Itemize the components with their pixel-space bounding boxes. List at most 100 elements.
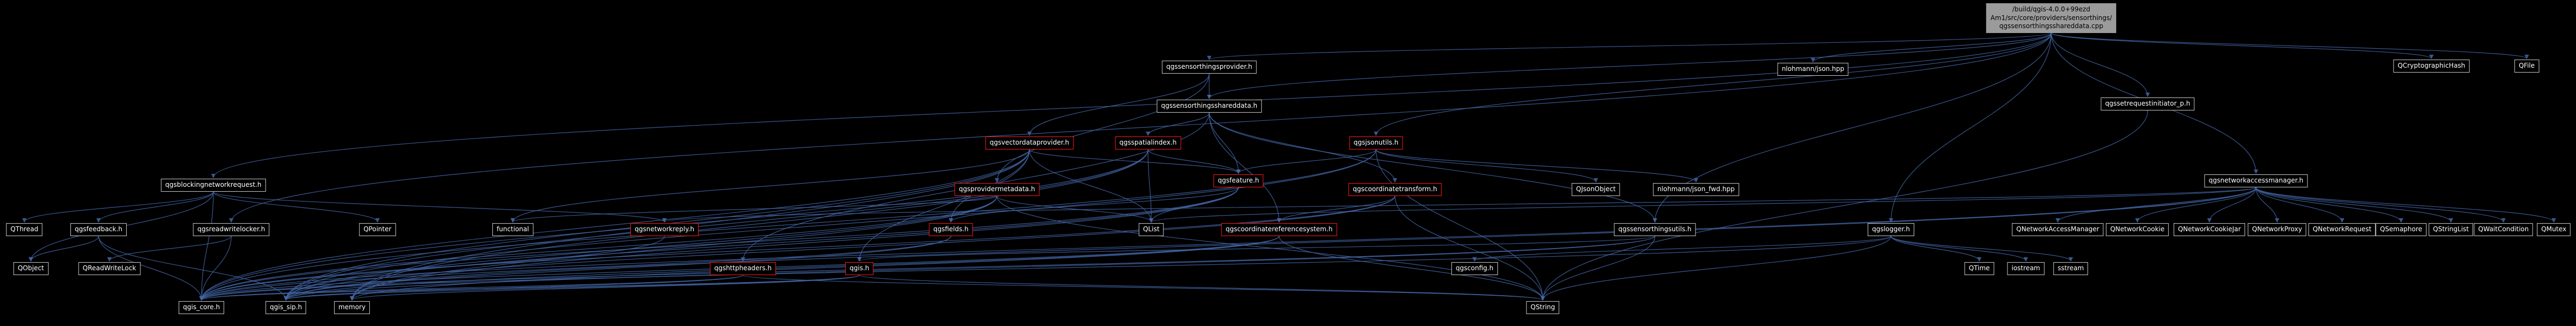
- graph-node-qobject[interactable]: QObject: [13, 262, 49, 275]
- graph-edge-coordinatetransform-to-qgis_sip_h: [283, 195, 1395, 301]
- graph-edge-crs_h-to-qgis_sip_h: [284, 236, 1280, 301]
- graph-node-qtime[interactable]: QTime: [1964, 262, 1994, 275]
- graph-edge-jsonutils-to-qjsonobject: [1375, 149, 1599, 183]
- graph-node-fields_h[interactable]: qgsfields.h: [929, 223, 973, 236]
- graph-node-shareddata_h[interactable]: qgssensorthingsshareddata.h: [1157, 100, 1262, 113]
- graph-node-qnetworkcookiejar[interactable]: QNetworkCookieJar: [2173, 223, 2246, 236]
- graph-node-utils_h[interactable]: qgssensorthingsutils.h: [1614, 223, 1696, 236]
- graph-node-iostream: iostream: [2007, 262, 2045, 275]
- graph-edge-root-to-readwritelocker: [229, 32, 2052, 223]
- graph-node-networkreply[interactable]: qgsnetworkreply.h: [630, 223, 699, 236]
- graph-edge-networkaccessmanager_h-to-qsemaphore: [2255, 187, 2404, 223]
- graph-node-qmutex[interactable]: QMutex: [2536, 223, 2571, 236]
- graph-edge-utils_h-to-qgis_sip_h: [284, 236, 1655, 301]
- graph-edge-shareddata_h-to-feature_h: [1209, 112, 1241, 174]
- graph-edge-vectordataprovider-to-qgis_h: [857, 149, 1030, 262]
- graph-node-provider_h[interactable]: qgssensorthingsprovider.h: [1162, 61, 1257, 74]
- graph-edge-feedback_h-to-qgis_core_h: [98, 236, 204, 301]
- graph-edge-httpheaders-to-qgis_sip_h: [284, 275, 744, 301]
- graph-node-qwaitcondition[interactable]: QWaitCondition: [2474, 223, 2533, 236]
- graph-edge-networkreply-to-qgis_core_h: [199, 236, 665, 301]
- graph-edge-qgis_h-to-qgis_core_h: [199, 275, 860, 301]
- graph-node-blockingnetworkrequest[interactable]: qgsblockingnetworkrequest.h: [161, 179, 266, 192]
- graph-edge-fields_h-to-qgis_sip_h: [283, 236, 951, 301]
- graph-edge-networkaccessmanager_h-to-qnetworkrequest: [2255, 187, 2345, 223]
- graph-edge-feature_h-to-fields_h: [948, 187, 1239, 223]
- graph-node-setrequest[interactable]: qgssetrequestinitiator_p.h: [2101, 97, 2195, 110]
- graph-node-qnetworkproxy[interactable]: QNetworkProxy: [2247, 223, 2307, 236]
- graph-edge-jsonutils-to-qstring: [1375, 149, 1545, 301]
- graph-edge-logger_h-to-qgsconfig_h: [1472, 236, 1892, 262]
- graph-node-spatialindex[interactable]: qgsspatialindex.h: [1115, 136, 1181, 149]
- graph-edge-coordinatetransform-to-crs_h: [1276, 195, 1395, 223]
- graph-edge-root-to-qcrypto: [2051, 32, 2434, 60]
- graph-node-qgis_core_h[interactable]: qgis_core.h: [178, 301, 225, 314]
- graph-node-qstring[interactable]: QString: [1526, 301, 1560, 314]
- graph-edge-coordinatetransform-to-qstring: [1394, 195, 1545, 301]
- graph-edge-readwritelocker-to-qreadwritelock: [107, 236, 232, 262]
- graph-node-qsemaphore[interactable]: QSemaphore: [2375, 223, 2427, 236]
- graph-edge-logger_h-to-qgis_core_h: [199, 236, 1892, 301]
- graph-node-vectordataprovider[interactable]: qgsvectordataprovider.h: [985, 136, 1074, 149]
- graph-node-qnetworkrequest[interactable]: QNetworkRequest: [2308, 223, 2376, 236]
- graph-node-qstringlist[interactable]: QStringList: [2428, 223, 2474, 236]
- graph-node-qgis_h[interactable]: qgis.h: [845, 262, 874, 275]
- graph-node-logger_h[interactable]: qgslogger.h: [1867, 223, 1915, 236]
- graph-node-jsonutils[interactable]: qgsjsonutils.h: [1349, 136, 1403, 149]
- graph-node-readwritelocker[interactable]: qgsreadwritelocker.h: [193, 223, 270, 236]
- graph-node-qpointer[interactable]: QPointer: [359, 223, 396, 236]
- graph-node-httpheaders[interactable]: qgshttpheaders.h: [709, 262, 777, 275]
- graph-node-sstream: sstream: [2053, 262, 2089, 275]
- graph-node-qnetworkcookie[interactable]: QNetworkCookie: [2105, 223, 2169, 236]
- graph-node-qreadwritelock[interactable]: QReadWriteLock: [78, 262, 141, 275]
- graph-node-root: /build/qgis-4.0.0+99ezd Am1/src/core/pro…: [1986, 3, 2117, 33]
- graph-node-networkaccessmanager_h[interactable]: qgsnetworkaccessmanager.h: [2204, 174, 2308, 187]
- graph-edge-networkaccessmanager_h-to-qstringlist: [2255, 187, 2454, 223]
- graph-edge-blockingnetworkrequest-to-qpointer: [213, 191, 380, 223]
- graph-edge-provider_h-to-providermetadata: [994, 73, 1210, 183]
- graph-edge-blockingnetworkrequest-to-qthread: [22, 191, 214, 223]
- graph-node-feature_h[interactable]: qgsfeature.h: [1213, 174, 1264, 187]
- graph-edge-networkaccessmanager_h-to-qwaitcondition: [2255, 187, 2506, 223]
- graph-edge-networkaccessmanager_h-to-qlist: [1149, 187, 2257, 223]
- graph-edge-root-to-blockingnetworkrequest: [211, 32, 2052, 179]
- graph-edge-readwritelocker-to-qgis_core_h: [199, 236, 232, 301]
- graph-edge-qgis_h-to-qstring: [859, 275, 1545, 301]
- graph-edge-blockingnetworkrequest-to-networkreply: [213, 191, 667, 223]
- graph-node-qlist[interactable]: QList: [1138, 223, 1164, 236]
- graph-node-feedback_h[interactable]: qgsfeedback.h: [70, 223, 127, 236]
- graph-edge-providermetadata-to-memory: [349, 195, 997, 301]
- graph-node-qnam[interactable]: QNetworkAccessManager: [2012, 223, 2104, 236]
- graph-node-providermetadata[interactable]: qgsprovidermetadata.h: [954, 183, 1040, 196]
- graph-node-crs_h[interactable]: qgscoordinatereferencesystem.h: [1221, 223, 1337, 236]
- graph-edge-networkaccessmanager_h-to-qnetworkcookiejar: [2207, 187, 2257, 223]
- graph-edge-crs_h-to-memory: [350, 236, 1280, 301]
- graph-edge-jsonutils-to-qgis_core_h: [199, 149, 1377, 301]
- graph-node-qgsconfig_h[interactable]: qgsconfig.h: [1451, 262, 1498, 275]
- graph-edge-logger_h-to-sstream: [1890, 236, 2073, 262]
- graph-edge-networkaccessmanager_h-to-qnetworkcookie: [2135, 187, 2257, 223]
- graph-edge-networkaccessmanager_h-to-qmutex: [2255, 187, 2557, 223]
- graph-edge-spatialindex-to-memory: [349, 149, 1149, 301]
- graph-edge-networkaccessmanager_h-to-qnetworkproxy: [2255, 187, 2280, 223]
- graph-edge-networkaccessmanager_h-to-networkreply: [662, 187, 2257, 223]
- graph-edge-jsonutils-to-json_fwd: [1375, 149, 1699, 183]
- graph-edge-setrequest-to-qstring: [1540, 110, 2148, 301]
- graph-node-qjsonobject[interactable]: QJsonObject: [1571, 183, 1620, 196]
- graph-node-coordinatetransform[interactable]: qgscoordinatetransform.h: [1348, 183, 1442, 196]
- graph-edge-root-to-jsonutils: [1373, 32, 2052, 136]
- graph-edge-utils_h-to-qgis_h: [857, 236, 1655, 262]
- graph-node-qgis_sip_h[interactable]: qgis_sip.h: [265, 301, 306, 314]
- graph-edge-httpheaders-to-qstring: [742, 275, 1545, 301]
- graph-edge-root-to-qfile: [2051, 32, 2529, 60]
- graph-edge-vectordataprovider-to-functional: [510, 149, 1030, 223]
- graph-edge-vectordataprovider-to-qgis_core_h: [199, 149, 1030, 301]
- graph-edge-spatialindex-to-qgis_sip_h: [283, 149, 1149, 301]
- graph-edge-qgis_h-to-memory: [350, 275, 860, 301]
- graph-node-qfile[interactable]: QFile: [2514, 60, 2539, 73]
- graph-edge-networkaccessmanager_h-to-qgis_core_h: [199, 187, 2257, 301]
- graph-edge-shareddata_h-to-crs_h: [1209, 112, 1282, 223]
- graph-node-qcrypto[interactable]: QCryptographicHash: [2393, 60, 2470, 73]
- graph-node-qthread[interactable]: QThread: [6, 223, 43, 236]
